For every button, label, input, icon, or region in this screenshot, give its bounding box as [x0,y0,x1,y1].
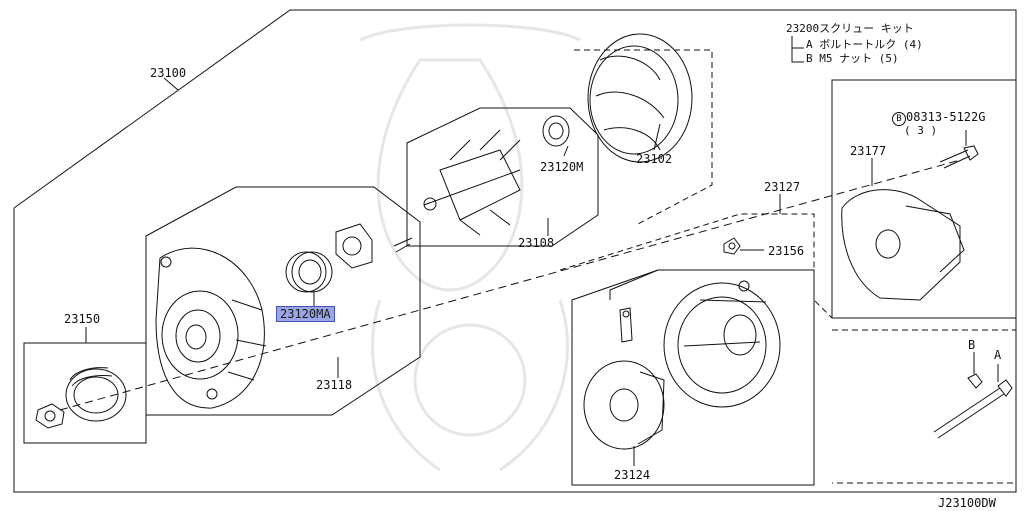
rear-housing-drawing [619,237,781,408]
letter-a: A [994,348,1002,362]
front-housing-drawing [155,247,267,409]
label-23120MA-highlighted[interactable]: 23120MA [276,306,335,322]
front-housing-box [145,186,421,416]
bolt-08313-number: 08313-5122G [906,110,986,124]
label-23108: 23108 [518,236,555,250]
label-bolt-08313-qty: ( 3 ) [904,124,938,137]
kit-line-a: A ボルトートルク (4) [806,38,923,51]
rear-housing-box [571,269,815,486]
rear-housing-notch [609,269,659,300]
label-23120M: 23120M [540,160,584,174]
kit-line-b: B M5 ナット (5) [806,52,899,65]
pulley-box [23,342,147,444]
retainer-plate-drawing [335,223,413,269]
label-23102: 23102 [636,152,673,166]
through-bolts-drawing [933,352,1013,439]
label-23118: 23118 [316,378,353,392]
bolt-dashed-box [832,329,1017,484]
stator-drawing [587,33,693,163]
assembly-axis [59,159,961,411]
letter-b: B [968,338,976,352]
label-23156: 23156 [768,244,805,258]
label-23127: 23127 [764,180,801,194]
label-23150: 23150 [64,312,101,326]
drawing-id: J23100DW [938,496,996,510]
bearing-23120M-drawing [542,115,570,147]
label-23100: 23100 [150,66,187,80]
leader-lines [85,36,967,466]
cover-drawing [841,145,979,301]
rear-housing-dashed [559,213,833,319]
cover-box [831,79,1017,319]
pulley-drawing [35,367,127,429]
stator-dashed-box [574,49,713,226]
bearing-23120MA-drawing [285,251,333,293]
label-23177: 23177 [850,144,887,158]
main-assembly-outline [13,9,1017,493]
kit-title: 23200スクリュー キット [786,22,914,35]
label-23124: 23124 [614,468,651,482]
prefix-circle-b: B [892,112,906,126]
rotor-box [406,107,599,247]
regulator-drawing [583,360,665,450]
rotor-drawing [423,129,521,236]
